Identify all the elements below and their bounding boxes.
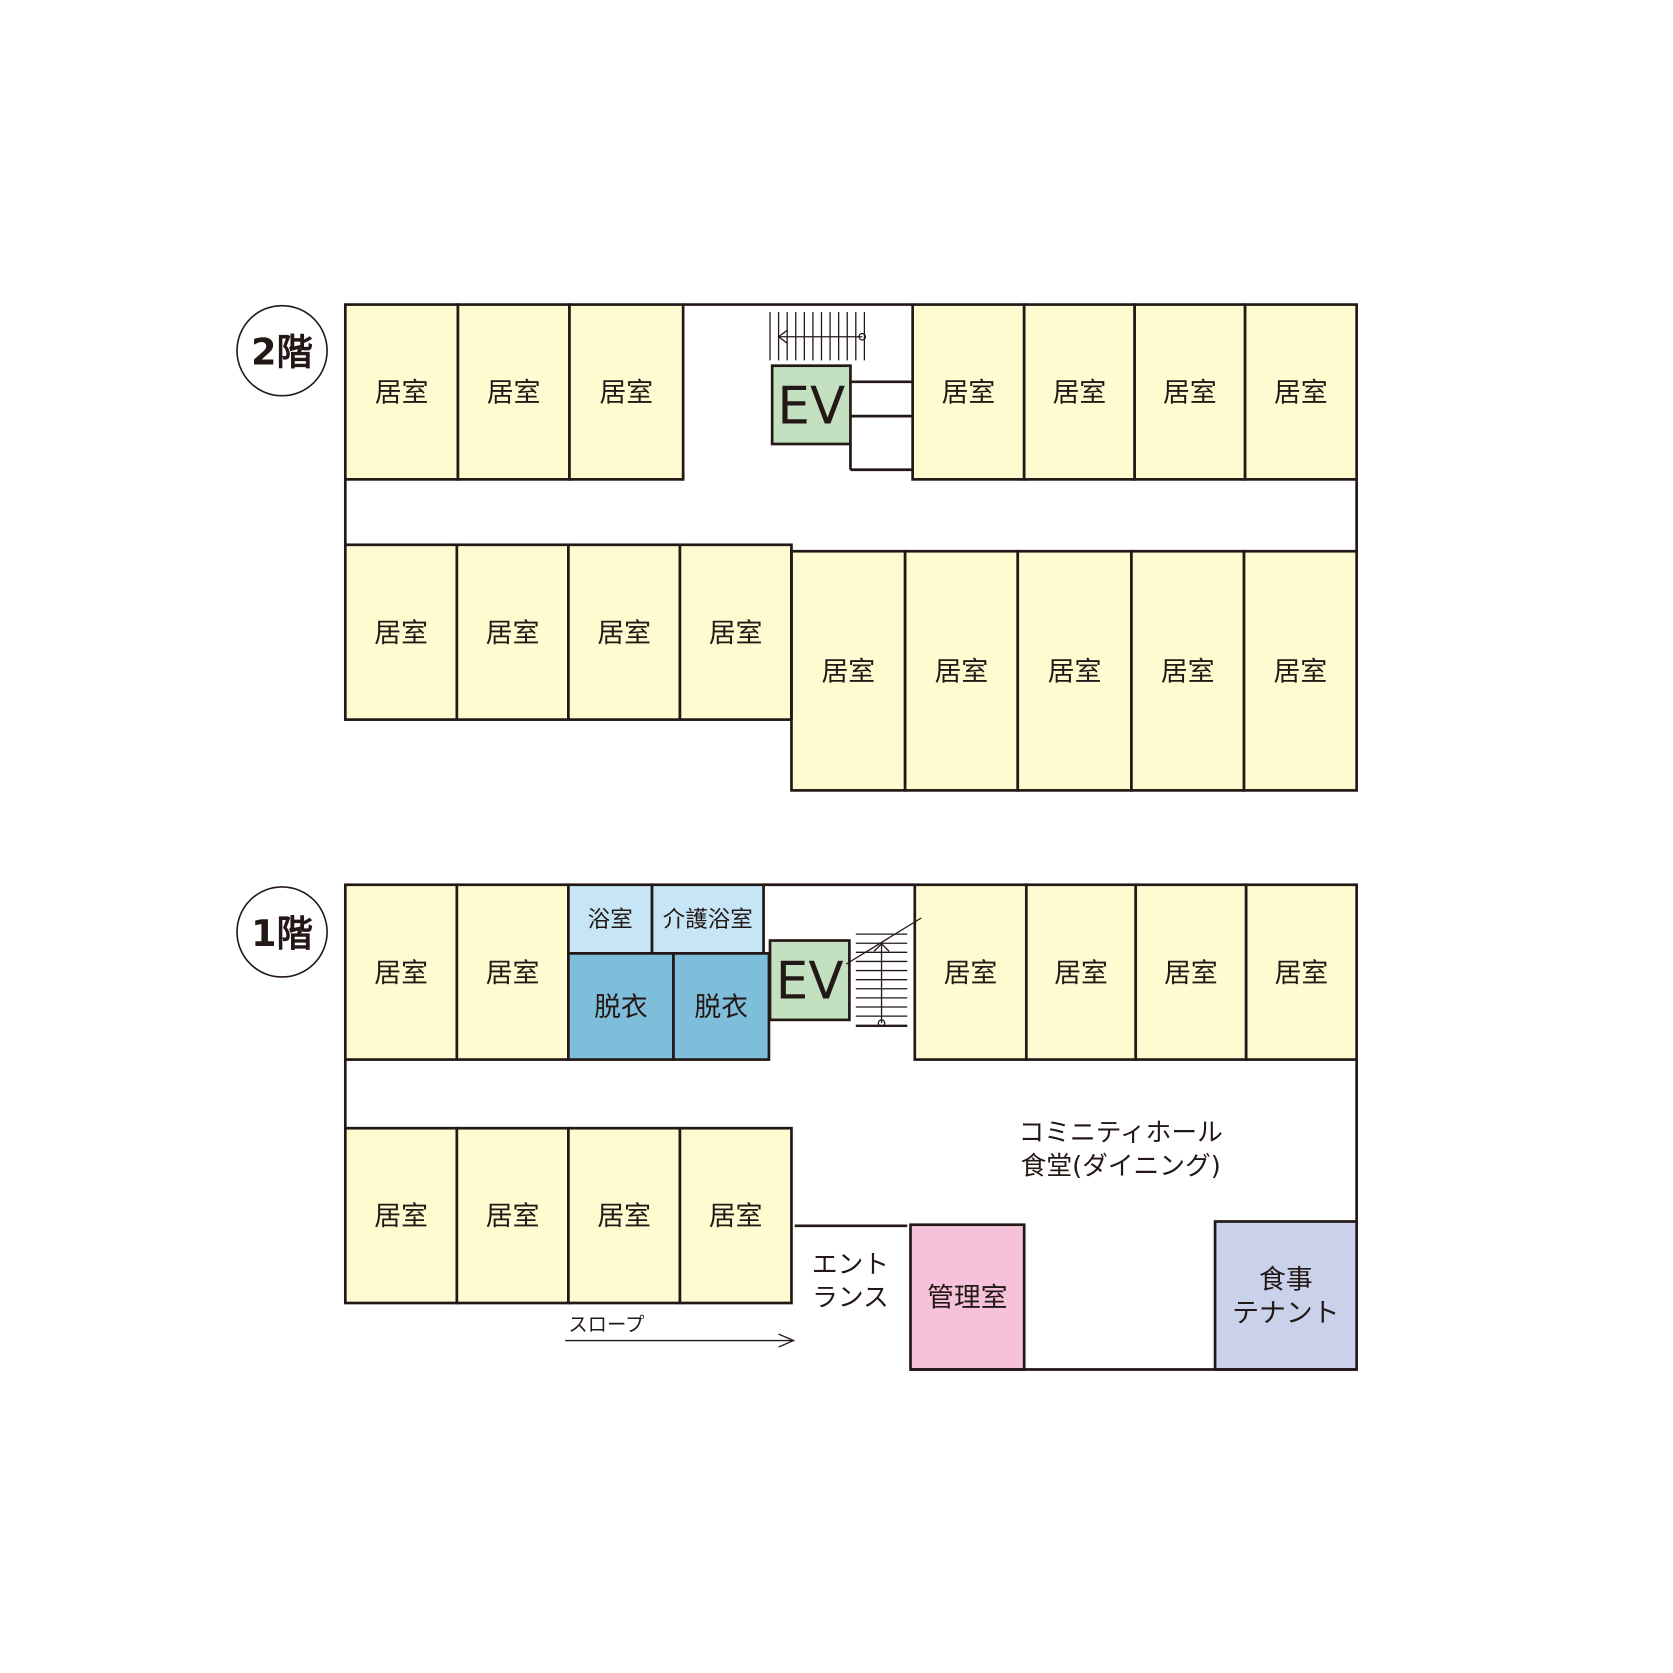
room-2f-bottom-right-4-label: 居室 [1161,656,1215,687]
entrance-label-line2: ランス [812,1283,889,1313]
room-2f-top-right-1: 居室 [911,303,1026,481]
room-1f-top-right-2-label: 居室 [1054,958,1108,989]
care-bath-room: 介護浴室 [650,883,765,955]
slope-arrow [565,1333,796,1348]
room-1f-top-left-2: 居室 [455,883,570,1061]
room-2f-top-left-1: 居室 [343,303,460,481]
room-2f-top-right-3-label: 居室 [1163,378,1217,409]
room-2f-bottom-right-1: 居室 [790,549,907,792]
food-tenant-label: 食事 [1259,1264,1313,1295]
room-1f-bottom-left-2-label: 居室 [486,1201,540,1232]
dressing-room-2-label: 脱衣 [694,992,748,1023]
floor-1-badge: 1階 [236,886,328,978]
room-1f-top-left-2-label: 居室 [486,958,540,989]
office-room-label: 管理室 [927,1283,1007,1314]
stairs-1f [845,917,922,1027]
entrance-label-line1: エント [812,1250,889,1280]
room-1f-bottom-left-3-label: 居室 [597,1201,651,1232]
room-2f-top-right-3: 居室 [1133,303,1247,481]
elevator-2f: EV [770,364,852,446]
room-1f-top-right-4: 居室 [1244,883,1358,1061]
room-2f-top-left-3: 居室 [568,303,685,481]
room-1f-bottom-left-2: 居室 [455,1126,570,1305]
room-2f-bottom-right-5: 居室 [1242,549,1358,792]
room-1f-top-left-1: 居室 [343,883,459,1061]
slope-label: スロープ [568,1313,644,1336]
room-2f-top-left-3-label: 居室 [600,378,654,409]
room-2f-top-right-2: 居室 [1022,303,1136,481]
room-2f-top-right-4-label: 居室 [1274,378,1328,409]
floor-2-label: 2階 [251,331,313,374]
room-2f-bottom-left-3: 居室 [567,543,682,721]
care-bath-room-label: 介護浴室 [663,907,753,933]
room-2f-bottom-right-4: 居室 [1130,549,1246,792]
room-2f-bottom-left-4-label: 居室 [709,618,763,649]
room-1f-bottom-left-3: 居室 [567,1126,682,1305]
hall-label-line2: 食堂(ダイニング) [1021,1151,1221,1181]
floor-1-label: 1階 [251,912,313,955]
room-2f-bottom-right-3-label: 居室 [1048,656,1102,687]
room-2f-top-left-2: 居室 [456,303,571,481]
room-2f-bottom-right-2: 居室 [903,549,1020,792]
room-2f-top-right-2-label: 居室 [1053,378,1107,409]
room-1f-bottom-left-1-label: 居室 [374,1201,428,1232]
room-1f-top-right-2: 居室 [1024,883,1138,1061]
room-2f-bottom-left-4: 居室 [678,543,793,721]
stairs-2f [769,312,867,361]
elevator-2f-label: EV [777,376,845,436]
room-2f-top-right-4: 居室 [1243,303,1358,481]
hall-label-line1: コミニティホール [1019,1118,1223,1148]
elevator-1f: EV [768,939,851,1022]
room-2f-bottom-left-2: 居室 [455,543,570,721]
room-2f-top-left-2-label: 居室 [487,378,541,409]
room-1f-top-right-3-label: 居室 [1164,958,1218,989]
room-2f-bottom-right-3: 居室 [1016,549,1133,792]
elevator-1f-label: EV [776,952,844,1012]
dressing-room-2: 脱衣 [672,952,771,1061]
room-2f-bottom-left-1-label: 居室 [374,618,428,649]
dressing-room-1: 脱衣 [567,952,675,1061]
bath-room: 浴室 [567,883,654,955]
room-1f-top-left-1-label: 居室 [374,958,428,989]
food-tenant-label: テナント [1232,1298,1339,1329]
bath-room-label: 浴室 [588,907,633,933]
walls [343,303,1358,1371]
room-2f-top-left-1-label: 居室 [375,378,429,409]
floor-2-badge: 2階 [236,304,328,397]
dressing-room-1-label: 脱衣 [594,992,648,1023]
room-2f-bottom-right-5-label: 居室 [1274,656,1328,687]
room-2f-top-right-1-label: 居室 [942,378,996,409]
room-1f-top-right-3: 居室 [1134,883,1248,1061]
room-1f-bottom-left-4: 居室 [678,1126,793,1305]
room-1f-bottom-left-4-label: 居室 [709,1201,763,1232]
room-2f-bottom-right-2-label: 居室 [935,656,989,687]
room-1f-top-right-4-label: 居室 [1275,958,1329,989]
room-1f-bottom-left-1: 居室 [343,1126,459,1305]
room-2f-bottom-left-1: 居室 [343,543,459,721]
room-1f-top-right-1-label: 居室 [944,958,998,989]
room-2f-bottom-right-1-label: 居室 [821,656,875,687]
office-room: 管理室 [909,1223,1026,1371]
room-2f-bottom-left-3-label: 居室 [597,618,651,649]
room-1f-top-right-1: 居室 [913,883,1028,1061]
room-2f-bottom-left-2-label: 居室 [486,618,540,649]
